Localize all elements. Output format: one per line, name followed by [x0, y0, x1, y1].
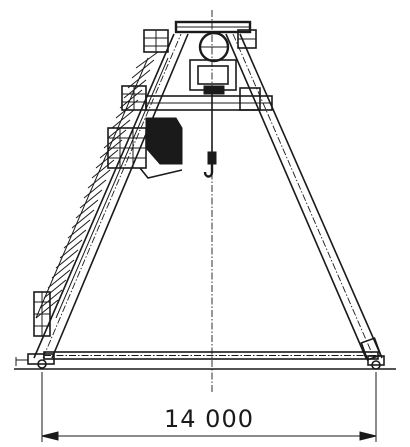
- top-girder: [174, 20, 252, 95]
- ladder: [35, 51, 169, 319]
- left-foot: [15, 353, 55, 369]
- left-leg: [33, 33, 189, 359]
- operator-cab: [107, 117, 183, 179]
- lower-landing-cage: [33, 291, 51, 337]
- width-dimension-label: 14 000: [164, 405, 254, 433]
- middle-walkway: [121, 85, 273, 111]
- bottom-tie-beam: [43, 351, 379, 360]
- top-platform: [143, 29, 257, 53]
- width-dimension: 14 000: [41, 372, 377, 442]
- right-foot: [360, 337, 385, 370]
- right-leg: [225, 33, 383, 359]
- hook-assembly: [203, 94, 217, 178]
